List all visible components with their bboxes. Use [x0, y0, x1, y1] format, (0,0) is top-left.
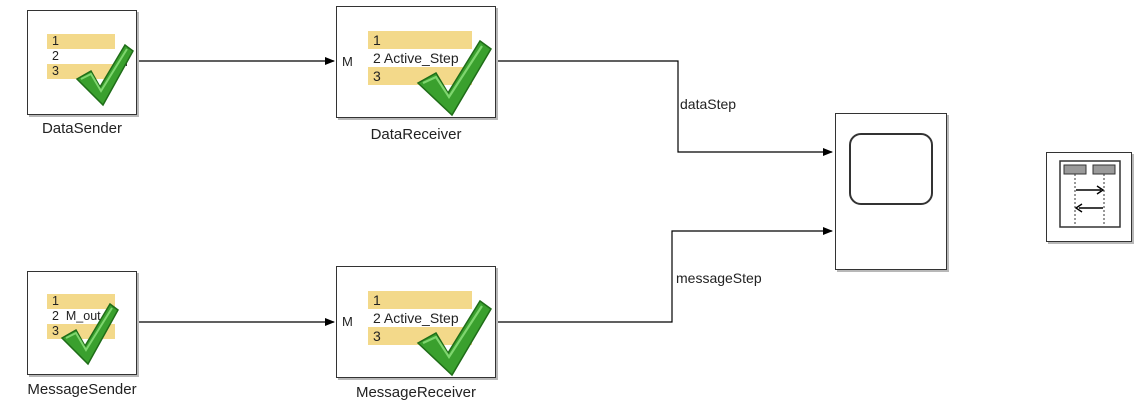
checkmark-icon	[60, 302, 119, 366]
state-row: 2 Active_Step	[368, 309, 472, 327]
data-sender-label: DataSender	[41, 120, 123, 137]
state-table: 1 2 3	[47, 34, 115, 79]
line-messagestep[interactable]	[496, 227, 833, 323]
signal-label-messagestep: messageStep	[676, 270, 762, 286]
state-row: 2 M_out	[47, 309, 115, 324]
signal-label-datastep: dataStep	[680, 96, 737, 112]
sequence-viewer-block[interactable]	[1046, 152, 1132, 242]
sequence-viewer-icon	[1059, 160, 1121, 228]
state-row: 1	[368, 291, 472, 309]
state-table: 1 2 Active_Step 3	[368, 291, 472, 345]
checkmark-icon	[416, 299, 492, 377]
checkmark-icon	[416, 39, 492, 117]
state-row: 3	[47, 64, 115, 79]
input-port-label: M	[342, 54, 353, 69]
input-port-label: M	[342, 314, 353, 329]
state-row: 2 Active_Step	[368, 49, 472, 67]
state-row: 3	[368, 67, 472, 85]
scope-block[interactable]	[835, 113, 947, 270]
message-sender-label: MessageSender	[27, 381, 137, 398]
state-row: 1	[47, 34, 115, 49]
checkmark-icon	[75, 43, 134, 107]
state-row: 2	[47, 49, 115, 64]
data-receiver-block[interactable]: M 1 2 Active_Step 3	[336, 6, 496, 118]
message-receiver-label: MessageReceiver	[355, 384, 477, 401]
message-sender-block[interactable]: 1 2 M_out 3	[27, 271, 137, 375]
message-receiver-block[interactable]: M 1 2 Active_Step 3	[336, 266, 496, 378]
scope-icon	[849, 133, 933, 205]
state-row: 1	[47, 294, 115, 309]
line-datastep[interactable]	[496, 60, 833, 156]
state-row: 3	[368, 327, 472, 345]
data-sender-block[interactable]: 1 2 3 M	[27, 10, 137, 115]
state-row: 1	[368, 31, 472, 49]
data-receiver-label: DataReceiver	[370, 126, 462, 143]
state-table: 1 2 Active_Step 3	[368, 31, 472, 85]
